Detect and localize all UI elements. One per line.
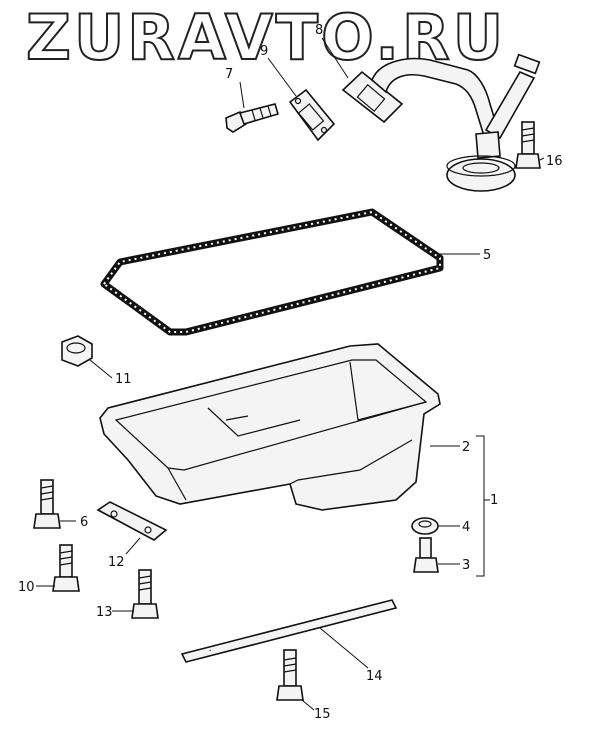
part-11-nut	[61, 335, 93, 367]
callout-8: 8	[315, 23, 323, 38]
callout-9: 9	[260, 44, 268, 59]
part-13-bolt	[131, 569, 159, 619]
part-12-plate	[96, 501, 168, 541]
part-8-oil-pickup	[341, 53, 541, 192]
callout-10: 10	[18, 580, 35, 595]
callout-6: 6	[80, 515, 88, 530]
part-5-gasket	[100, 208, 444, 336]
callout-2: 2	[462, 440, 470, 455]
part-2-oil-pan	[99, 343, 441, 511]
callout-7: 7	[225, 67, 233, 82]
part-16-bolt	[515, 121, 541, 169]
callout-12: 12	[108, 555, 125, 570]
callout-11: 11	[115, 372, 132, 387]
callout-labels: 1 2 3 4 5 6 7 8 9 10 11 12 13 14 15 16	[18, 23, 563, 722]
callout-4: 4	[462, 520, 470, 535]
callout-14: 14	[366, 669, 383, 684]
part-3-bolt	[413, 537, 439, 573]
callout-15: 15	[314, 707, 331, 722]
part-9-gasket	[288, 88, 336, 142]
callout-3: 3	[462, 558, 470, 573]
part-6-bolt	[33, 479, 61, 529]
part-7-bolt	[225, 103, 279, 133]
callout-5: 5	[483, 248, 491, 263]
part-4-washer	[411, 517, 439, 535]
callout-13: 13	[96, 605, 113, 620]
callout-16: 16	[546, 154, 563, 169]
leader-lines	[36, 37, 545, 711]
part-10-bolt	[52, 544, 80, 592]
part-15-bolt	[276, 649, 304, 701]
callout-1: 1	[490, 493, 498, 508]
part-14-strip	[180, 599, 398, 663]
